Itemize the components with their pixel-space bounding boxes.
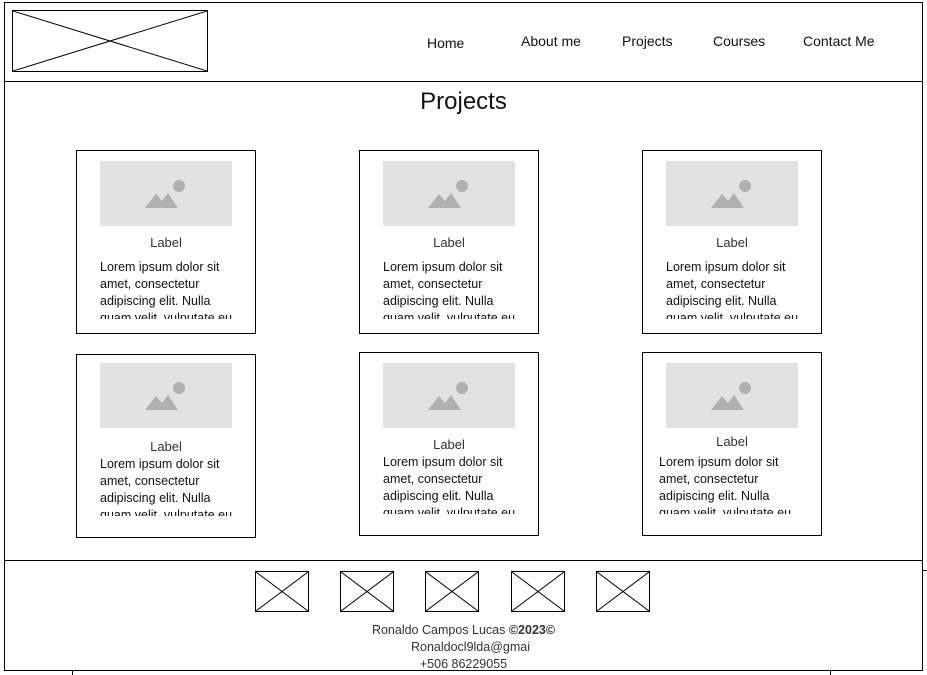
project-card[interactable]: Label Lorem ipsum dolor sit amet, consec… <box>76 354 256 538</box>
card-text: Lorem ipsum dolor sit amet, consectetur … <box>383 455 516 514</box>
author-name: Ronaldo Campos Lucas <box>371 623 509 637</box>
card-label: Label <box>150 235 182 250</box>
image-icon <box>145 382 185 410</box>
site-footer <box>4 560 923 671</box>
project-card[interactable]: Label Lorem ipsum dolor sit amet, consec… <box>359 352 539 536</box>
card-text: Lorem ipsum dolor sit amet, consectetur … <box>383 260 516 319</box>
social-link-4-placeholder-icon[interactable] <box>511 571 565 612</box>
nav-courses-link[interactable]: Courses <box>713 33 766 49</box>
page-frame <box>4 2 923 671</box>
image-icon <box>428 180 468 208</box>
card-text: Lorem ipsum dolor sit amet, consectetur … <box>666 260 799 319</box>
project-card[interactable]: Label Lorem ipsum dolor sit amet, consec… <box>642 150 822 334</box>
social-link-2-placeholder-icon[interactable] <box>340 571 394 612</box>
image-icon <box>145 180 185 208</box>
project-card[interactable]: Label Lorem ipsum dolor sit amet, consec… <box>359 150 539 334</box>
page-title: Projects <box>420 88 507 115</box>
nav-projects-link[interactable]: Projects <box>622 33 673 49</box>
card-text: Lorem ipsum dolor sit amet, consectetur … <box>659 455 792 514</box>
card-image-placeholder <box>100 161 232 226</box>
card-image-placeholder <box>100 363 232 428</box>
edge-mark <box>923 570 927 571</box>
edge-mark <box>830 671 831 675</box>
card-text: Lorem ipsum dolor sit amet, consectetur … <box>100 260 233 319</box>
card-text: Lorem ipsum dolor sit amet, consectetur … <box>100 457 233 516</box>
footer-email[interactable]: Ronaldocl9lda@gmai <box>410 640 530 654</box>
nav-home-link[interactable]: Home <box>427 35 465 51</box>
card-label: Label <box>150 439 182 454</box>
copyright-year: ©2023© <box>508 623 556 637</box>
project-card[interactable]: Label Lorem ipsum dolor sit amet, consec… <box>76 150 256 334</box>
project-card[interactable]: Label Lorem ipsum dolor sit amet, consec… <box>642 352 822 536</box>
logo-placeholder-icon[interactable] <box>12 10 208 72</box>
social-link-3-placeholder-icon[interactable] <box>425 571 479 612</box>
footer-phone: +506 86229055 <box>419 657 508 671</box>
social-link-1-placeholder-icon[interactable] <box>255 571 309 612</box>
image-icon <box>711 382 751 410</box>
nav-about-link[interactable]: About me <box>521 33 581 49</box>
card-label: Label <box>433 235 465 250</box>
card-label: Label <box>433 437 465 452</box>
card-label: Label <box>716 235 748 250</box>
card-image-placeholder <box>383 161 515 226</box>
card-image-placeholder <box>666 161 798 226</box>
card-image-placeholder <box>383 363 515 428</box>
nav-contact-link[interactable]: Contact Me <box>803 33 875 49</box>
site-header <box>4 2 923 82</box>
card-label: Label <box>716 434 748 449</box>
image-icon <box>428 382 468 410</box>
social-link-5-placeholder-icon[interactable] <box>596 571 650 612</box>
footer-author: Ronaldo Campos Lucas ©2023© <box>0 623 927 637</box>
card-image-placeholder <box>666 363 798 428</box>
edge-mark <box>72 671 73 675</box>
image-icon <box>711 180 751 208</box>
